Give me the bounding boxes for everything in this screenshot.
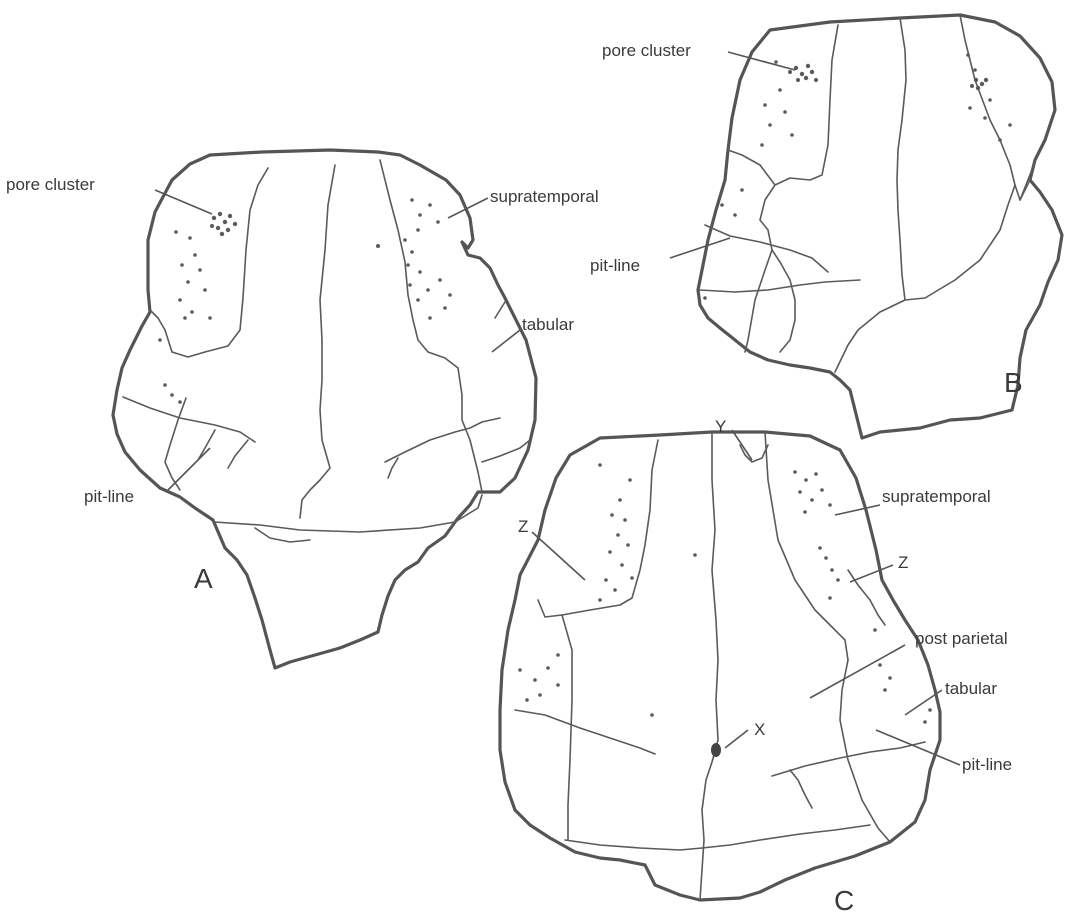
panel-c-pores <box>518 463 932 724</box>
panel-a-label-supratemporal: supratemporal <box>490 187 599 206</box>
panel-b-pore-cluster-leader <box>728 52 795 70</box>
panel-a-outline <box>113 150 536 668</box>
panel-c-z-left-leader <box>532 532 585 580</box>
panel-a-label-pit-line: pit-line <box>84 487 134 506</box>
panel-a-tabular-leader <box>492 330 520 352</box>
panel-b-label-pore-cluster: pore cluster <box>602 41 691 60</box>
panel-a-pores <box>158 198 452 404</box>
panel-b-pores <box>703 53 1012 300</box>
panel-a-label-tabular: tabular <box>522 315 574 334</box>
panel-c-letter: C <box>834 885 854 916</box>
panel-c-label-z-left: Z <box>518 517 528 536</box>
panel-c-outline <box>500 432 940 900</box>
panel-a-pore-cluster-leader <box>155 190 212 214</box>
panel-c-post-parietal-leader <box>810 645 905 698</box>
panel-a-letter: A <box>194 563 213 594</box>
panel-b-sutures <box>700 15 1035 372</box>
panel-c-label-post-parietal: post parietal <box>915 629 1008 648</box>
panel-b-pit-line-leader <box>670 238 730 258</box>
panel-b-label-pit-line: pit-line <box>590 256 640 275</box>
panel-c-pit-line-leader <box>876 730 960 765</box>
panel-c: Y supratemporal Z Z post parietal tabula… <box>500 417 1012 916</box>
panel-a-pit-line-leader <box>168 448 210 490</box>
panel-c-label-tabular: tabular <box>945 679 997 698</box>
panel-a-label-pore-cluster: pore cluster <box>6 175 95 194</box>
panel-c-label-x: X <box>754 720 765 739</box>
panel-c-label-y: Y <box>715 417 726 436</box>
panel-c-supratemporal-leader <box>835 505 880 515</box>
panel-c-label-z-right: Z <box>898 553 908 572</box>
panel-c-foramen-x <box>711 743 721 757</box>
panel-c-x-leader <box>725 730 748 748</box>
panel-c-label-pit-line: pit-line <box>962 755 1012 774</box>
panel-c-z-right-leader <box>850 565 893 582</box>
panel-c-y-leader <box>732 430 752 460</box>
panel-a: pore cluster supratemporal tabular pit-l… <box>6 150 599 668</box>
panel-c-label-supratemporal: supratemporal <box>882 487 991 506</box>
panel-b-letter: B <box>1004 367 1023 398</box>
panel-b: pore cluster pit-line B <box>590 15 1062 438</box>
